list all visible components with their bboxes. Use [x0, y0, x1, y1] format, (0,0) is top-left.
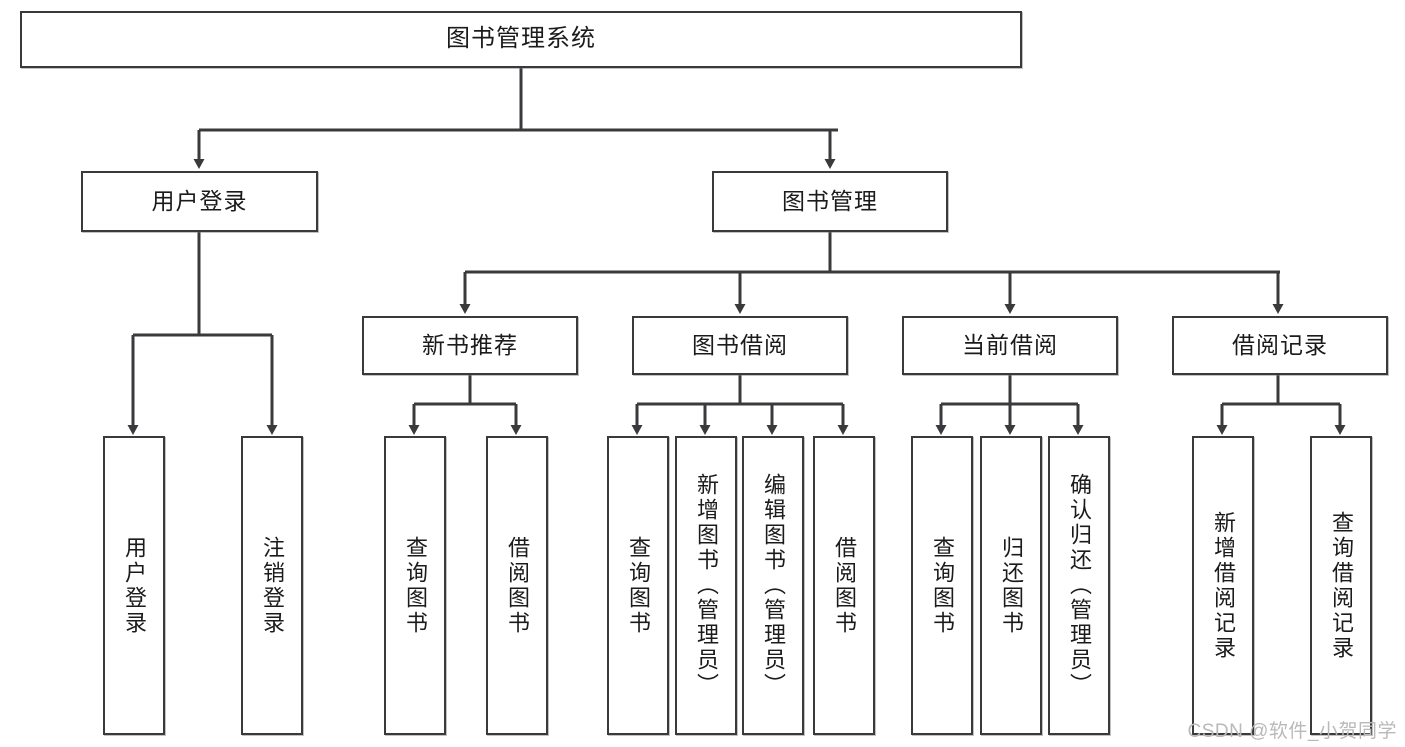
leaf-query-book-borrow[interactable]: 查询图书: [607, 436, 669, 735]
node-book-borrow[interactable]: 图书借阅: [632, 316, 848, 375]
node-label: 图书管理: [782, 187, 878, 214]
node-label: 借阅记录: [1232, 331, 1328, 358]
leaf-query-book-current[interactable]: 查询图书: [911, 436, 973, 735]
node-label: 查询图书: [626, 535, 651, 636]
leaf-query-borrow-record[interactable]: 查询借阅记录: [1310, 436, 1372, 735]
node-label: 图书借阅: [692, 331, 788, 358]
node-label: 编辑图书（管理员）: [761, 473, 786, 698]
node-label: 借阅图书: [505, 535, 530, 636]
csdn-watermark: CSDN @软件_小贺同学: [1187, 721, 1397, 742]
node-label: 用户登录: [151, 187, 248, 214]
node-label: 归还图书: [999, 535, 1024, 636]
node-label: 注销登录: [260, 535, 285, 636]
node-label: 新增图书（管理员）: [694, 473, 719, 698]
leaf-borrow-book-recommend[interactable]: 借阅图书: [486, 436, 548, 735]
node-current-borrow[interactable]: 当前借阅: [902, 316, 1118, 375]
node-label: 借阅图书: [832, 535, 857, 636]
leaf-borrow-book[interactable]: 借阅图书: [813, 436, 875, 735]
node-label: 查询图书: [930, 535, 955, 636]
leaf-edit-book-admin[interactable]: 编辑图书（管理员）: [742, 436, 804, 735]
leaf-return-book[interactable]: 归还图书: [980, 436, 1042, 735]
node-book-management[interactable]: 图书管理: [712, 171, 948, 232]
node-label: 确认归还（管理员）: [1067, 473, 1092, 698]
node-label: 图书管理系统: [446, 25, 596, 53]
leaf-user-login[interactable]: 用户登录: [103, 436, 165, 735]
node-label: 查询图书: [403, 535, 428, 636]
node-label: 当前借阅: [962, 331, 1058, 358]
node-root-book-management-system[interactable]: 图书管理系统: [20, 11, 1022, 68]
node-label: 查询借阅记录: [1329, 510, 1354, 661]
leaf-add-book-admin[interactable]: 新增图书（管理员）: [675, 436, 737, 735]
leaf-user-logout[interactable]: 注销登录: [241, 436, 303, 735]
node-new-book-recommend[interactable]: 新书推荐: [362, 316, 578, 375]
leaf-confirm-return-admin[interactable]: 确认归还（管理员）: [1048, 436, 1110, 735]
leaf-add-borrow-record[interactable]: 新增借阅记录: [1192, 436, 1254, 735]
node-user-login[interactable]: 用户登录: [81, 171, 318, 232]
node-borrow-record[interactable]: 借阅记录: [1172, 316, 1388, 375]
node-label: 新增借阅记录: [1211, 510, 1236, 661]
leaf-query-book-recommend[interactable]: 查询图书: [384, 436, 446, 735]
node-label: 新书推荐: [422, 331, 518, 358]
node-label: 用户登录: [122, 535, 147, 636]
